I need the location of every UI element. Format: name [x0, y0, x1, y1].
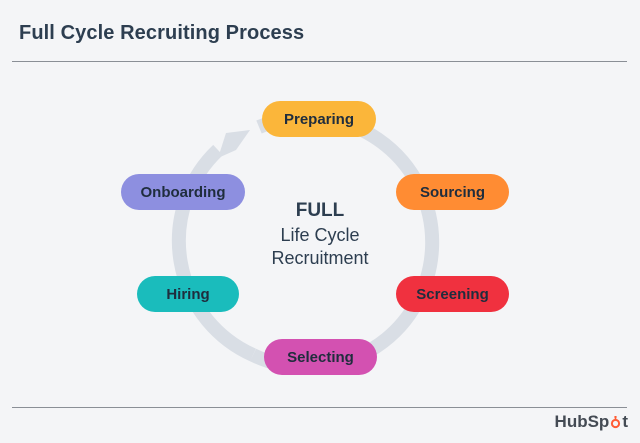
stage-label: Selecting: [287, 348, 354, 366]
stage-label: Onboarding: [140, 183, 226, 201]
logo-text: HubSp: [554, 412, 610, 431]
stage-selecting: Selecting: [264, 339, 377, 375]
stage-onboarding: Onboarding: [121, 174, 245, 210]
page-title: Full Cycle Recruiting Process: [19, 22, 305, 44]
center-subtitle-1: Life Cycle: [280, 225, 360, 245]
center-subtitle-2: Recruitment: [271, 248, 369, 268]
sprocket-icon: [611, 416, 621, 429]
divider-top: [12, 61, 627, 62]
stage-label: Hiring: [166, 285, 210, 303]
center-title: FULL: [295, 200, 345, 221]
stage-label: Preparing: [283, 110, 355, 128]
arrow-head: [218, 130, 250, 158]
stage-screening: Screening: [396, 276, 509, 312]
hubspot-logo: HubSp t: [555, 412, 628, 432]
divider-bottom: [12, 407, 627, 408]
logo-text-end: t: [622, 412, 628, 431]
stage-sourcing: Sourcing: [396, 174, 509, 210]
stage-label: Screening: [416, 285, 489, 303]
stage-preparing: Preparing: [262, 101, 376, 137]
stage-label: Sourcing: [419, 183, 485, 201]
stage-hiring: Hiring: [137, 276, 239, 312]
